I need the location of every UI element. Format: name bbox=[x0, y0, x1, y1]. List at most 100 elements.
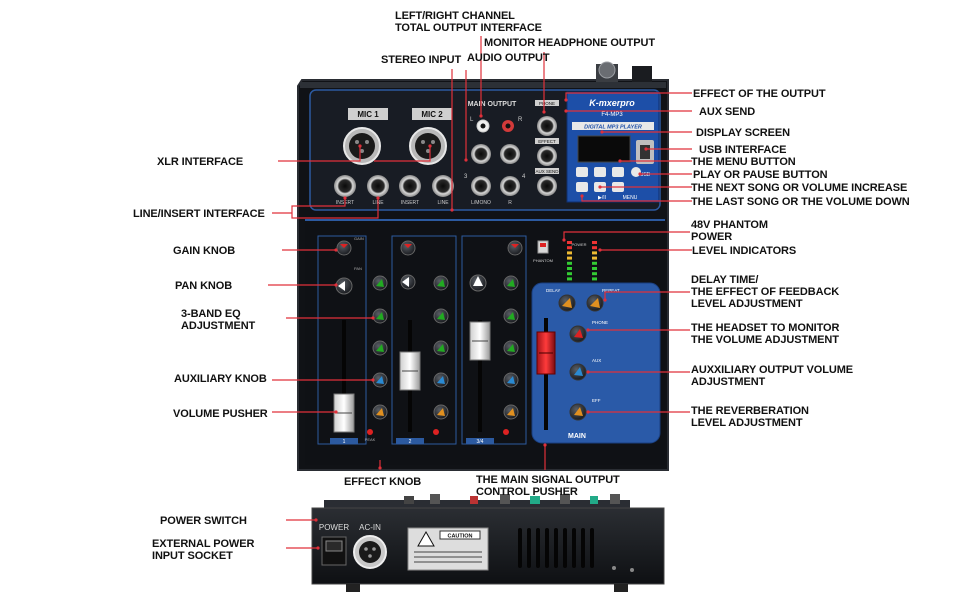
label-pan-knob: PAN KNOB bbox=[175, 280, 233, 292]
caution-label: CAUTION bbox=[447, 534, 472, 540]
vent-slot bbox=[518, 528, 522, 568]
label-next-song: THE NEXT SONG OR VOLUME INCREASE bbox=[691, 182, 908, 194]
power-led-label: POWER bbox=[571, 242, 586, 247]
main-output-jacks[interactable]: 3 4 L/MONO R bbox=[464, 144, 526, 206]
label-delay-time: DELAY TIME/ THE EFFECT OF FEEDBACK LEVEL… bbox=[691, 274, 840, 310]
label-volume-pusher: VOLUME PUSHER bbox=[173, 408, 268, 420]
channel-strip-34: 3/4 bbox=[461, 235, 527, 445]
label-left-right-channel: LEFT/RIGHT CHANNEL TOTAL OUTPUT INTERFAC… bbox=[395, 10, 542, 34]
model-label: F4-MP3 bbox=[601, 112, 623, 118]
display-screen bbox=[577, 135, 631, 163]
phone-effect-aux-jacks[interactable]: PHONE EFFECT AUX SEND bbox=[535, 100, 559, 196]
vent-slot bbox=[572, 528, 576, 568]
callout-dot bbox=[334, 248, 338, 252]
callout-dot bbox=[334, 283, 338, 287]
label-eq-adjustment: 3-BAND EQ ADJUSTMENT bbox=[181, 308, 256, 332]
menu-button-top[interactable] bbox=[612, 167, 624, 177]
level-led bbox=[592, 272, 597, 276]
callout-dot bbox=[644, 147, 648, 151]
peak-led-34 bbox=[503, 429, 509, 435]
line-label-2: LINE bbox=[437, 200, 449, 206]
level-led bbox=[567, 246, 572, 250]
level-led bbox=[592, 251, 597, 255]
callout-dot bbox=[314, 518, 318, 522]
r-label: R bbox=[508, 200, 512, 206]
callout-dot bbox=[542, 110, 546, 114]
vent-slot bbox=[554, 528, 558, 568]
vent-slot bbox=[563, 528, 567, 568]
label-line-insert: LINE/INSERT INTERFACE bbox=[133, 208, 265, 220]
callout-dot bbox=[479, 114, 483, 118]
mp3-player-module: K-mxerpro F4-MP3 DIGITAL MP3 PLAYER USB … bbox=[566, 91, 660, 203]
xlr-input-1[interactable]: MIC 1 bbox=[343, 108, 388, 165]
vent-slot bbox=[581, 528, 585, 568]
brand-label: K-mxerpro bbox=[589, 98, 635, 108]
callout-dot bbox=[603, 298, 607, 302]
callout-dot bbox=[564, 109, 568, 113]
xlr-input-2[interactable]: MIC 2 bbox=[409, 108, 452, 165]
callout-dot bbox=[464, 158, 468, 162]
delay-label: DELAY bbox=[546, 288, 560, 293]
callout-dot bbox=[580, 194, 584, 198]
ch1-label: 1 bbox=[343, 439, 346, 445]
prev-button[interactable] bbox=[576, 182, 588, 192]
label-audio-output: AUDIO OUTPUT bbox=[467, 52, 550, 64]
label-reverberation: THE REVERBERATION LEVEL ADJUSTMENT bbox=[691, 405, 809, 429]
label-last-song: THE LAST SONG OR THE VOLUME DOWN bbox=[691, 196, 910, 208]
prev-button-top[interactable] bbox=[576, 167, 588, 177]
channel-strip-1: GAIN PAN 1 PEAK bbox=[317, 235, 388, 445]
r-label-top: R bbox=[518, 117, 523, 123]
level-led bbox=[567, 277, 572, 281]
peak-label-1: PEAK bbox=[365, 437, 376, 442]
mic2-label: MIC 2 bbox=[421, 110, 443, 119]
callout-dot bbox=[564, 98, 568, 102]
label-headset-monitor: THE HEADSET TO MONITOR THE VOLUME ADJUST… bbox=[691, 322, 840, 346]
peak-led-2 bbox=[433, 429, 439, 435]
callout-dot bbox=[586, 410, 590, 414]
mixer-top-view: MIC 1 MIC 2 INSERT LINE INSERT LINE MAIN… bbox=[297, 61, 669, 471]
callout-dot bbox=[378, 466, 382, 470]
rear-knob-tops bbox=[404, 494, 620, 504]
callout-dot bbox=[371, 316, 375, 320]
level-led bbox=[592, 246, 597, 250]
lmono-label: L/MONO bbox=[471, 200, 491, 206]
callout-dot bbox=[618, 159, 622, 163]
next-button-top[interactable] bbox=[594, 167, 606, 177]
level-led bbox=[592, 256, 597, 260]
label-auxiliary-knob: AUXILIARY KNOB bbox=[174, 373, 267, 385]
main-output-label: MAIN OUTPUT bbox=[468, 101, 517, 108]
callout-dot bbox=[343, 196, 347, 200]
vent-slot bbox=[527, 528, 531, 568]
callout-dot bbox=[543, 443, 547, 447]
callout-dot bbox=[586, 328, 590, 332]
phone-vol-label: PHONE bbox=[592, 320, 608, 325]
callout-dot bbox=[598, 248, 602, 252]
main-section: DELAY REPEAT PHONE AUX EFF MAIN bbox=[531, 282, 661, 444]
aux-send-label: AUX SEND bbox=[535, 169, 559, 174]
callout-dot bbox=[638, 172, 642, 176]
label-gain-knob: GAIN KNOB bbox=[173, 245, 236, 257]
menu-label: MENU bbox=[623, 195, 638, 201]
level-led bbox=[592, 267, 597, 270]
label-menu-button: THE MENU BUTTON bbox=[691, 156, 796, 168]
phantom-label: PHANTOM bbox=[533, 258, 553, 263]
display-title: DIGITAL MP3 PLAYER bbox=[584, 125, 642, 131]
insert-label-2: INSERT bbox=[401, 200, 419, 206]
callout-dot bbox=[376, 196, 380, 200]
label-usb-interface: USB INTERFACE bbox=[699, 144, 787, 156]
vent-slot bbox=[590, 528, 594, 568]
main-label: MAIN bbox=[568, 433, 586, 440]
ch4-label: 4 bbox=[522, 174, 526, 180]
callout-dot bbox=[598, 185, 602, 189]
effect-jack-label: EFFECT bbox=[538, 139, 556, 144]
label-power-switch: POWER SWITCH bbox=[160, 515, 247, 527]
callout-lines bbox=[268, 36, 692, 549]
play-pause-label: ▶/II bbox=[598, 195, 606, 201]
l-label: L bbox=[470, 117, 474, 123]
label-display-screen: DISPLAY SCREEN bbox=[696, 127, 790, 139]
mic1-label: MIC 1 bbox=[357, 110, 379, 119]
label-xlr-interface: XLR INTERFACE bbox=[157, 156, 244, 168]
usb-label: USB bbox=[640, 172, 651, 178]
rca-outputs[interactable]: L R bbox=[470, 117, 523, 133]
